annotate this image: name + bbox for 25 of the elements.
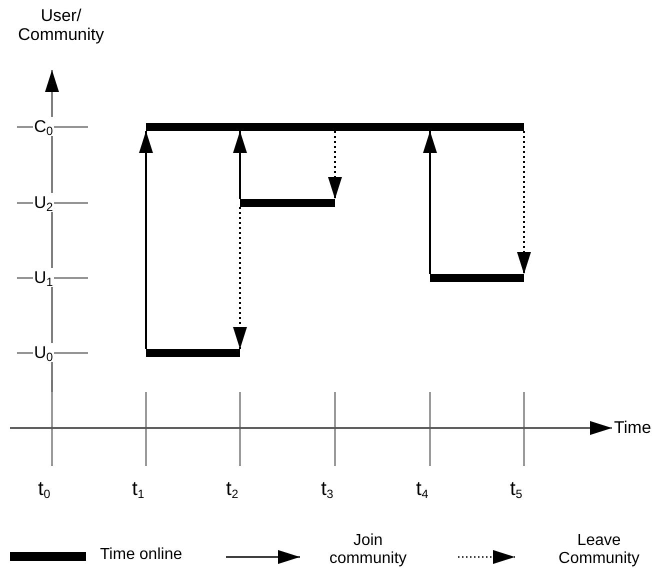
time-online-bar <box>240 199 335 207</box>
axis-label: t$_{3}$ <box>321 480 334 499</box>
time-online-bar <box>430 274 524 282</box>
arrow <box>139 131 153 349</box>
axis-label: U$_{1}$ <box>33 268 54 287</box>
arrow <box>233 131 247 199</box>
legend-label: Leave Community <box>558 532 640 568</box>
time-online-bar <box>146 349 240 357</box>
axis-label: t$_{1}$ <box>132 480 144 499</box>
axis-label: t$_{4}$ <box>416 480 428 499</box>
dotted-arrow <box>517 131 531 274</box>
axis-label: t$_{2}$ <box>226 480 238 499</box>
time-online-bar <box>146 123 524 131</box>
axis-label: t$_{5}$ <box>510 480 522 499</box>
axis-title: Time <box>614 418 652 437</box>
axis-title: User/ Community <box>17 6 105 44</box>
legend-label: Join community <box>328 532 408 568</box>
axis-label: t$_{0}$ <box>38 480 50 499</box>
dotted-arrow <box>233 207 247 349</box>
axis-label: U$_{2}$ <box>33 193 54 212</box>
dotted-arrow <box>328 131 342 199</box>
arrow <box>423 131 437 274</box>
legend-label: Time online <box>100 546 182 564</box>
axis-label: U$_{0}$ <box>33 343 54 362</box>
axis-label: C$_{0}$ <box>33 117 54 136</box>
